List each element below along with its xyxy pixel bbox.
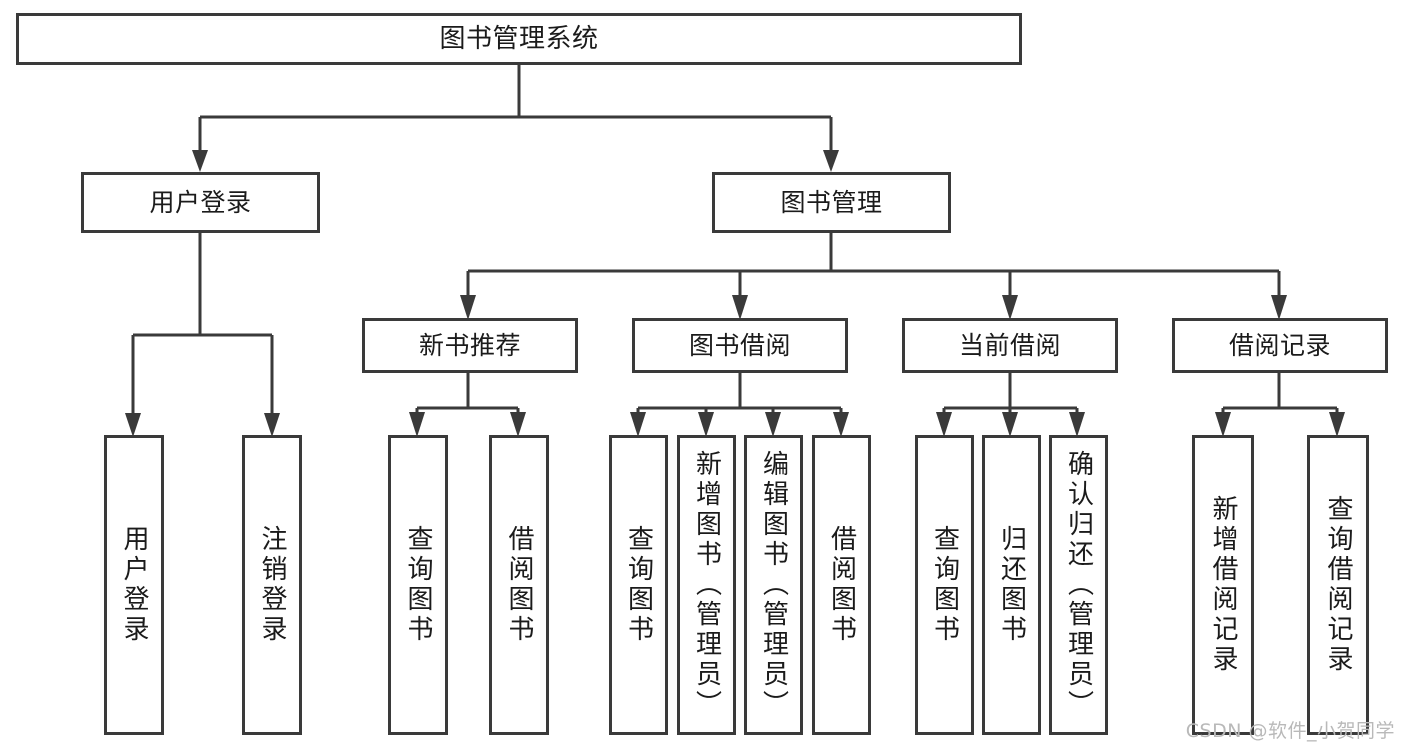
- leaf-borrow-book-2[interactable]: 借阅图书: [812, 435, 871, 735]
- node-new-book-recommend[interactable]: 新书推荐: [362, 318, 578, 373]
- node-label: 借阅图书: [826, 525, 857, 645]
- node-label: 图书借阅: [688, 330, 791, 360]
- node-label: 用户登录: [149, 187, 252, 217]
- node-label: 查询图书: [929, 525, 960, 645]
- csdn-watermark: CSDN @软件_小贺同学: [1185, 720, 1395, 742]
- node-label: 图书管理系统: [439, 23, 599, 54]
- node-label: 查询借阅记录: [1323, 495, 1353, 675]
- node-label: 当前借阅: [958, 330, 1061, 360]
- node-user-login[interactable]: 用户登录: [81, 172, 320, 233]
- node-label: 编辑图书（管理员）: [758, 450, 789, 720]
- leaf-edit-book[interactable]: 编辑图书（管理员）: [744, 435, 803, 735]
- leaf-user-login[interactable]: 用户登录: [104, 435, 164, 735]
- leaf-query-record[interactable]: 查询借阅记录: [1307, 435, 1369, 735]
- leaf-add-record[interactable]: 新增借阅记录: [1192, 435, 1254, 735]
- node-label: 新增图书（管理员）: [691, 450, 722, 720]
- node-label: 借阅图书: [504, 525, 534, 645]
- node-label: 新增借阅记录: [1208, 495, 1238, 675]
- node-book-borrow[interactable]: 图书借阅: [632, 318, 848, 373]
- leaf-user-logout[interactable]: 注销登录: [242, 435, 302, 735]
- node-borrow-record[interactable]: 借阅记录: [1172, 318, 1388, 373]
- leaf-query-book-3[interactable]: 查询图书: [915, 435, 974, 735]
- node-label: 图书管理: [780, 187, 883, 217]
- node-label: 归还图书: [996, 525, 1027, 645]
- leaf-confirm-return[interactable]: 确认归还（管理员）: [1049, 435, 1108, 735]
- node-label: 用户登录: [119, 525, 149, 645]
- node-book-management-system[interactable]: 图书管理系统: [16, 13, 1022, 65]
- leaf-add-book[interactable]: 新增图书（管理员）: [677, 435, 736, 735]
- leaf-borrow-book-1[interactable]: 借阅图书: [489, 435, 549, 735]
- node-label: 查询图书: [623, 525, 654, 645]
- leaf-query-book-1[interactable]: 查询图书: [388, 435, 448, 735]
- node-label: 注销登录: [257, 525, 287, 645]
- node-label: 借阅记录: [1228, 330, 1331, 360]
- node-label: 新书推荐: [418, 330, 521, 360]
- node-current-borrow[interactable]: 当前借阅: [902, 318, 1118, 373]
- node-label: 确认归还（管理员）: [1063, 450, 1094, 720]
- leaf-query-book-2[interactable]: 查询图书: [609, 435, 668, 735]
- node-book-management[interactable]: 图书管理: [712, 172, 951, 233]
- node-label: 查询图书: [403, 525, 433, 645]
- leaf-return-book[interactable]: 归还图书: [982, 435, 1041, 735]
